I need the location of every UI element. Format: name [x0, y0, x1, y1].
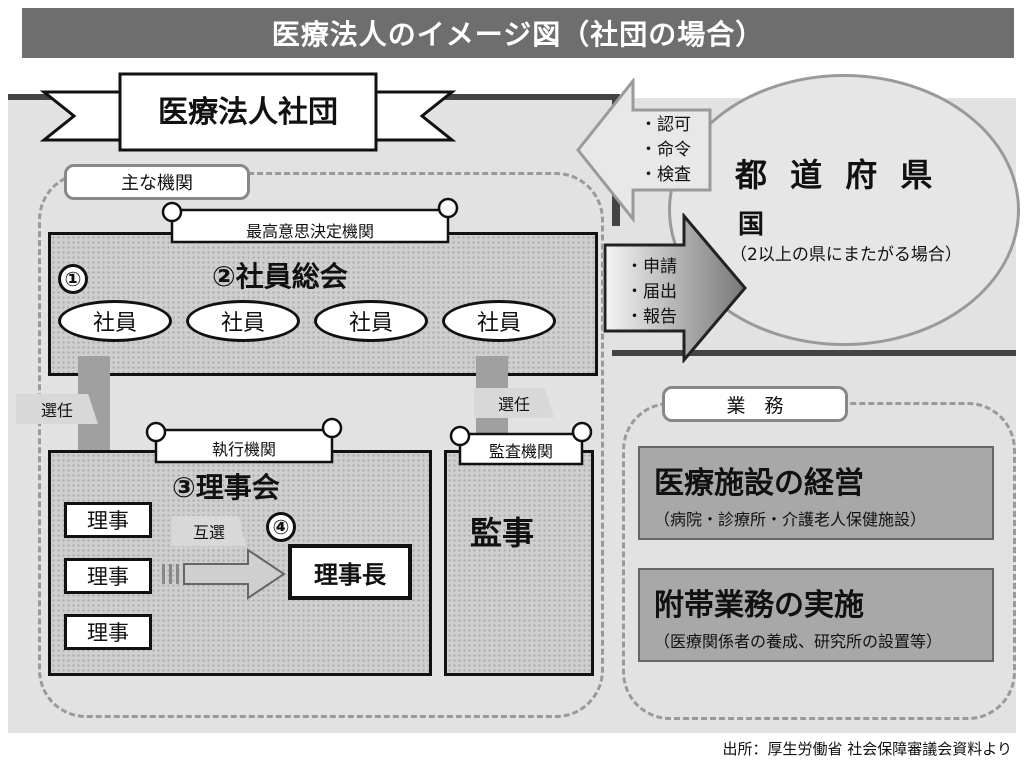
mutual-election-arrow: [162, 548, 286, 600]
badge-4: ④: [266, 512, 296, 542]
auditor-label: 監事: [470, 514, 535, 552]
badge-1: ①: [58, 264, 88, 294]
audit-scroll-text: 監査機関: [488, 442, 553, 461]
audit-scroll: [449, 421, 593, 466]
arrow-to-government: [603, 213, 747, 363]
general-meeting-num: ②: [212, 260, 236, 293]
business-item: 医療施設の経営 （病院・診療所・介護老人保健施設）: [638, 446, 994, 540]
chairman-box: 理事長: [288, 544, 412, 600]
audit-box: [444, 450, 594, 676]
director-box: 理事: [64, 502, 152, 538]
business-label: 業 務: [662, 386, 848, 422]
board-name: 理事会: [195, 471, 280, 504]
banner-ribbon: [39, 72, 457, 152]
main-organs-region: [38, 172, 604, 718]
action-order: ・命令: [640, 140, 691, 160]
board-scroll-text: 執行機関: [211, 440, 276, 459]
arrow-from-government: [576, 78, 712, 223]
area-mid-line: [612, 350, 1016, 356]
action-apply: ・申請: [626, 257, 677, 277]
member-pill: 社員: [442, 300, 556, 342]
mutual-election-tag: 互選: [172, 516, 246, 546]
election-tag-left: 選任: [16, 394, 98, 424]
nation-label: 国: [738, 210, 765, 240]
corporation-actions: ・申請 ・届出 ・報告: [626, 255, 677, 330]
business-item-sub: （医療関係者の養成、研究所の設置等）: [654, 632, 943, 651]
action-approve: ・認可: [640, 115, 691, 135]
business-item-sub: （病院・診療所・介護老人保健施設）: [654, 510, 927, 529]
diagram-title: 医療法人のイメージ図（社団の場合）: [22, 8, 1014, 58]
member-pill: 社員: [186, 300, 300, 342]
general-meeting-title: ②社員総会: [212, 255, 348, 295]
source-note: 出所：厚生労働省 社会保障審議会資料より: [722, 740, 1012, 758]
general-meeting-scroll: [161, 197, 459, 244]
election-tag-right: 選任: [474, 388, 554, 418]
main-organs-label: 主な機関: [64, 164, 250, 200]
action-notify: ・届出: [626, 282, 677, 302]
board-title: ③理事会: [172, 466, 280, 506]
director-box: 理事: [64, 614, 152, 650]
member-pill: 社員: [58, 300, 172, 342]
prefecture-label: 都 道 府 県: [735, 156, 939, 194]
action-report: ・報告: [626, 307, 677, 327]
general-meeting-name: 社員総会: [235, 260, 348, 293]
banner-text: 医療法人社団: [158, 95, 338, 130]
government-actions: ・認可 ・命令 ・検査: [640, 113, 691, 188]
nation-note: （2以上の県にまたがる場合）: [730, 245, 962, 265]
business-item-title: 附帯業務の実施: [654, 588, 864, 623]
member-pill: 社員: [314, 300, 428, 342]
action-inspect: ・検査: [640, 165, 691, 185]
business-item-title: 医療施設の経営: [654, 466, 864, 501]
director-box: 理事: [64, 558, 152, 594]
general-meeting-scroll-text: 最高意思決定機関: [245, 222, 374, 241]
board-scroll: [145, 417, 343, 464]
board-num: ③: [172, 471, 196, 504]
business-item: 附帯業務の実施 （医療関係者の養成、研究所の設置等）: [638, 568, 994, 662]
